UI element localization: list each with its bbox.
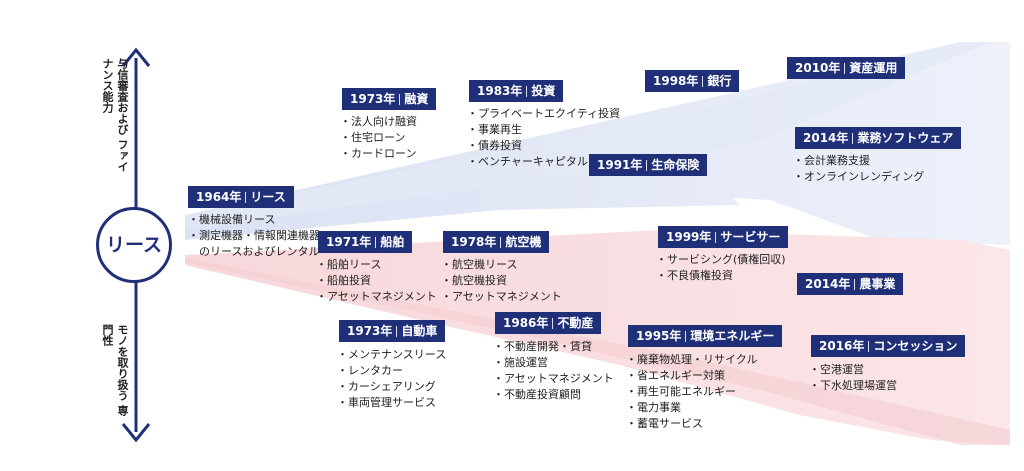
entry-items-business-software: 会計業務支援 オンラインレンディング — [793, 153, 924, 185]
list-item: 船舶投資 — [316, 273, 437, 289]
entry-label-real-estate-1986: 1986年不動産 — [495, 312, 602, 334]
entry-name: 投資 — [531, 84, 556, 98]
list-item: 廃棄物処理・リサイクル — [626, 352, 757, 368]
list-item: レンタカー — [337, 363, 446, 379]
entry-name: 自動車 — [401, 324, 438, 338]
entry-label-investment-1983: 1983年投資 — [469, 80, 564, 102]
list-item: 不動産投資顧問 — [493, 387, 614, 403]
entry-items-concession: 空港運営 下水処理場運営 — [809, 362, 897, 394]
entry-items-environment-energy: 廃棄物処理・リサイクル 省エネルギー対策 再生可能エネルギー 電力事業 蓄電サー… — [626, 352, 757, 432]
center-label: リース — [105, 234, 163, 256]
list-item: 会計業務支援 — [793, 153, 924, 169]
entry-year: 1964年 — [196, 190, 242, 204]
entry-name: リース — [250, 190, 286, 204]
list-item: 不動産開発・賃貸 — [493, 339, 614, 355]
entry-name: コンセッション — [873, 339, 958, 353]
list-item: メンテナンスリース — [337, 347, 446, 363]
entry-items-ship: 船舶リース 船舶投資 アセットマネジメント — [316, 257, 437, 305]
entry-year: 1973年 — [347, 324, 393, 338]
axis-top-label: 与信審査および ファイナンス能力 — [101, 58, 129, 172]
list-item: 下水処理場運営 — [809, 378, 897, 394]
entry-label-automobile-1973: 1973年自動車 — [339, 320, 446, 342]
entry-year: 1973年 — [350, 92, 396, 106]
list-item: 住宅ローン — [340, 130, 417, 146]
entry-year: 1983年 — [477, 84, 523, 98]
entry-name: 銀行 — [707, 74, 732, 88]
entry-year: 1999年 — [666, 230, 712, 244]
entry-name: 船舶 — [380, 235, 405, 249]
entry-name: 生命保険 — [651, 158, 700, 172]
list-item: ベンチャーキャピタル — [467, 154, 620, 170]
list-item: 蓄電サービス — [626, 416, 757, 432]
entry-name: 農事業 — [859, 277, 896, 291]
entry-year: 1998年 — [653, 74, 699, 88]
entry-items-servicer: サービシング(債権回収) 不良債権投資 — [656, 252, 786, 284]
list-item: 事業再生 — [467, 122, 620, 138]
list-item: 債券投資 — [467, 138, 620, 154]
entry-year: 2016年 — [819, 339, 865, 353]
entry-year: 1971年 — [326, 235, 372, 249]
entry-label-loan-1973: 1973年融資 — [342, 88, 437, 110]
entry-label-lease-1964: 1964年リース — [188, 186, 294, 208]
entry-label-bank-1998: 1998年銀行 — [645, 70, 740, 92]
entry-items-aircraft: 航空機リース 航空機投資 アセットマネジメント — [441, 257, 562, 305]
entry-items-lease: 機械設備リース 測定機器・情報関連機器 のリースおよびレンタル — [188, 212, 320, 260]
entry-label-aircraft-1978: 1978年航空機 — [443, 231, 550, 253]
entry-name: 航空機 — [505, 235, 542, 249]
entry-label-life-insurance-1991: 1991年生命保険 — [589, 154, 708, 176]
list-item: 不良債権投資 — [656, 268, 786, 284]
entry-label-asset-management-2010: 2010年資産運用 — [787, 57, 906, 79]
entry-items-real-estate: 不動産開発・賃貸 施設運営 アセットマネジメント 不動産投資顧問 — [493, 339, 614, 403]
list-item: 機械設備リース — [188, 212, 320, 228]
axis-bottom-label: モノを取り扱う 専門性 — [101, 324, 129, 416]
entry-label-environment-energy-1995: 1995年環境エネルギー — [628, 325, 783, 347]
entry-items-investment: プライベートエクイティ投資 事業再生 債券投資 ベンチャーキャピタル — [467, 106, 620, 170]
list-item: 省エネルギー対策 — [626, 368, 757, 384]
list-item: 車両管理サービス — [337, 395, 446, 411]
list-item: 測定機器・情報関連機器 — [188, 228, 320, 244]
list-item: 航空機投資 — [441, 273, 562, 289]
entry-name: 業務ソフトウェア — [857, 131, 954, 145]
list-item: アセットマネジメント — [316, 289, 437, 305]
entry-label-agriculture-2014: 2014年農事業 — [797, 273, 904, 295]
list-item: 電力事業 — [626, 400, 757, 416]
list-item: アセットマネジメント — [493, 371, 614, 387]
list-item: カードローン — [340, 146, 417, 162]
entry-name: 融資 — [404, 92, 429, 106]
entry-year: 1986年 — [503, 316, 549, 330]
entry-name: 資産運用 — [849, 61, 898, 75]
entry-label-business-software-2014: 2014年業務ソフトウェア — [795, 127, 962, 149]
center-circle: リース — [96, 207, 172, 283]
entry-name: 不動産 — [557, 316, 594, 330]
entry-items-automobile: メンテナンスリース レンタカー カーシェアリング 車両管理サービス — [337, 347, 446, 411]
entry-year: 2014年 — [803, 131, 849, 145]
list-item: 再生可能エネルギー — [626, 384, 757, 400]
entry-name: サービサー — [720, 230, 781, 244]
list-item: 施設運営 — [493, 355, 614, 371]
list-item: 航空機リース — [441, 257, 562, 273]
entry-year: 1978年 — [451, 235, 497, 249]
entry-label-ship-1971: 1971年船舶 — [318, 231, 413, 253]
entry-items-loan: 法人向け融資 住宅ローン カードローン — [340, 114, 417, 162]
list-item: カーシェアリング — [337, 379, 446, 395]
list-item: プライベートエクイティ投資 — [467, 106, 620, 122]
entry-year: 2014年 — [805, 277, 851, 291]
entry-label-servicer-1999: 1999年サービサー — [658, 226, 789, 248]
list-item: 法人向け融資 — [340, 114, 417, 130]
entry-year: 1995年 — [636, 329, 682, 343]
entry-name: 環境エネルギー — [690, 329, 775, 343]
entry-year: 1991年 — [597, 158, 643, 172]
list-item: サービシング(債権回収) — [656, 252, 786, 268]
list-item: 船舶リース — [316, 257, 437, 273]
list-item: オンラインレンディング — [793, 169, 924, 185]
list-item: アセットマネジメント — [441, 289, 562, 305]
list-item: 空港運営 — [809, 362, 897, 378]
entry-year: 2010年 — [795, 61, 841, 75]
entry-label-concession-2016: 2016年コンセッション — [811, 335, 966, 357]
list-item: のリースおよびレンタル — [199, 245, 320, 258]
